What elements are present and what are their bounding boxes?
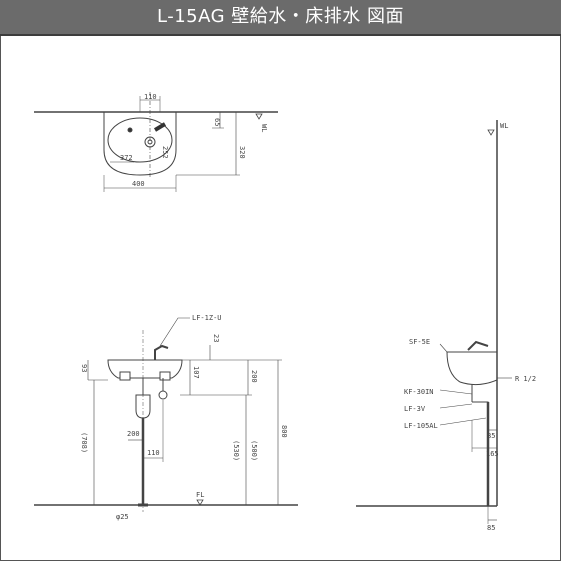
front-view-basin — [107, 359, 183, 379]
side-label-lf-105al: LF-105AL — [404, 422, 438, 430]
top-view-faucet — [153, 122, 167, 132]
top-dim-110: 110 — [144, 93, 157, 101]
front-label-fl: FL — [196, 491, 204, 499]
side-label-lf-3v: LF-3V — [404, 405, 426, 413]
top-dim-65: 65 — [213, 118, 221, 126]
top-dim-252: 252 — [161, 146, 169, 159]
front-dim-708: (708) — [80, 432, 88, 453]
side-view — [356, 120, 512, 524]
side-label-sf-5e: SF-5E — [409, 338, 430, 346]
top-label-wl: WL — [260, 124, 268, 132]
title-bar — [0, 0, 561, 36]
front-dim-200-vertical: 200 — [250, 370, 258, 383]
side-label-r12: R 1/2 — [515, 375, 536, 383]
top-view-basin-bowl — [107, 117, 173, 163]
front-view-faucet — [154, 344, 169, 360]
front-view — [34, 317, 298, 512]
front-dim-23: 23 — [212, 334, 220, 342]
top-dim-320: 320 — [238, 146, 246, 159]
front-dim-200-horizontal: 200 — [127, 430, 140, 438]
drawing-title: L-15AG 壁給水・床排水 図面 — [157, 6, 404, 27]
front-view-supply-valve — [158, 390, 168, 400]
front-label-lf-1z-u: LF-1Z-U — [192, 314, 222, 322]
side-label-wl: WL — [500, 122, 508, 130]
top-view — [34, 92, 278, 192]
front-dim-530: (530) — [232, 440, 240, 461]
top-view-overflow — [127, 127, 133, 133]
top-dim-400: 400 — [132, 180, 145, 188]
front-dim-800: 800 — [280, 425, 288, 438]
side-dim-165: 165 — [486, 450, 499, 458]
side-view-trap — [472, 401, 489, 412]
front-dim-500: (500) — [250, 440, 258, 461]
top-view-basin-outer — [103, 112, 177, 176]
side-view-faucet — [467, 340, 489, 351]
side-dim-85-top: 85 — [487, 432, 495, 440]
front-label-pipe: φ25 — [116, 513, 129, 521]
front-dim-93: 93 — [80, 364, 88, 372]
front-dim-107: 107 — [192, 366, 200, 379]
side-label-kf-30in: KF-30IN — [404, 388, 434, 396]
side-view-basin — [446, 351, 498, 386]
top-dim-372: 372 — [120, 154, 133, 162]
side-dim-85-bottom: 85 — [487, 524, 495, 532]
front-dim-110: 110 — [147, 449, 160, 457]
